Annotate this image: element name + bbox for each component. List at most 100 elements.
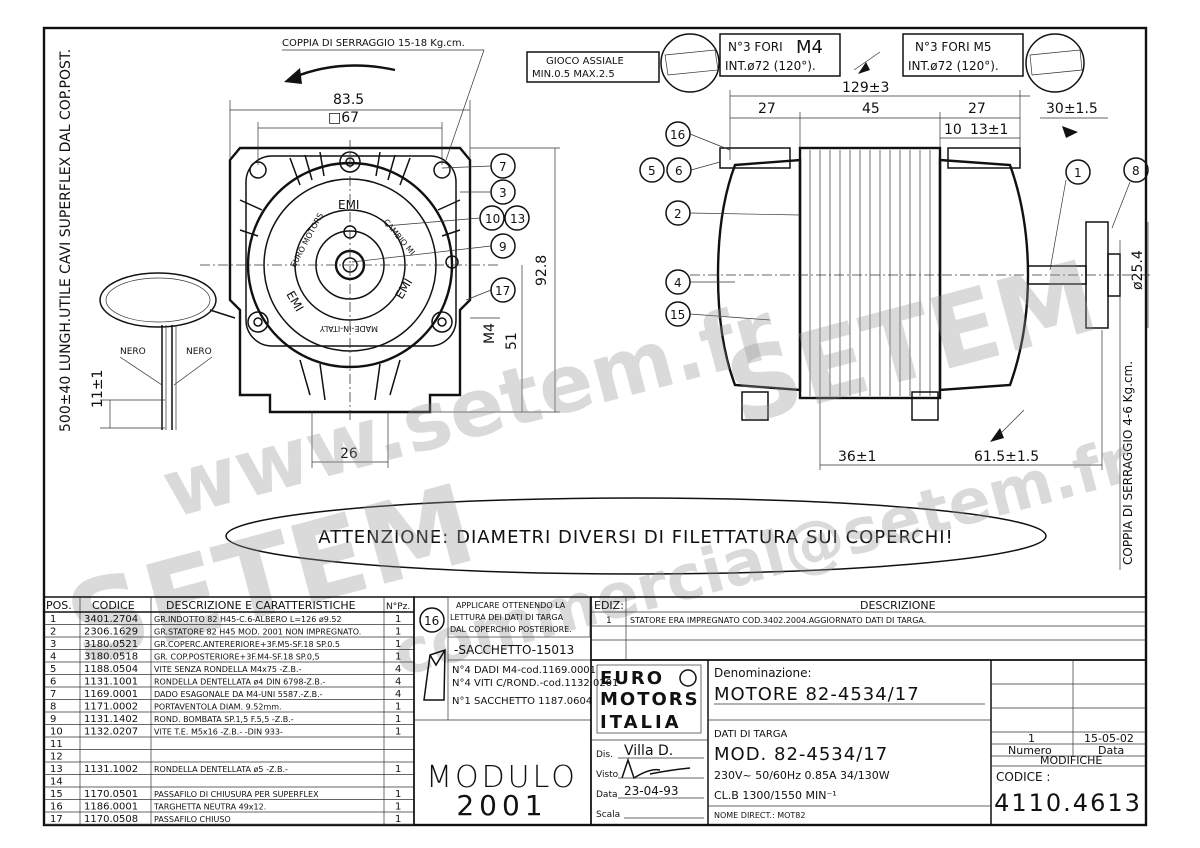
parts-row-pos: 14 [50, 777, 63, 788]
dim-129: 129±3 [842, 80, 889, 96]
clb-value: CL.B 1300/1550 MIN⁻¹ [714, 789, 837, 802]
holes-m4-big: M4 [796, 37, 823, 58]
callout-10: 10 [485, 212, 500, 226]
bag-item-3: N°1 SACCHETTO 1187.0604 [452, 696, 592, 707]
dim-27-left: 27 [758, 101, 776, 117]
parts-row-descrizione: RONDELLA DENTELLATA ø5 -Z.B.- [154, 765, 288, 774]
logo-line-2: MOTORS [600, 689, 700, 710]
parts-row-descrizione: TARGHETTA NEUTRA 49x12. [153, 803, 266, 812]
logo-line-1: EURO [600, 668, 664, 689]
callout-15: 15 [670, 308, 685, 322]
bag-note-1: APPLICARE OTTENENDO LA [456, 601, 566, 610]
parts-row-codice: 1169.0001 [84, 689, 138, 700]
parts-row-descrizione: PASSAFILO CHIUSO [154, 815, 231, 824]
cable-length-note: 500±40 LUNGH.UTILE CAVI SUPERFLEX DAL CO… [58, 49, 74, 432]
callout-3: 3 [499, 186, 507, 200]
parts-row-npz: 1 [395, 652, 401, 663]
bag-note-3: DAL COPERCHIO POSTERIORE. [450, 625, 572, 634]
nero-label-1: NERO [120, 347, 146, 357]
parts-row-descrizione: DADO ESAGONALE DA M4-UNI 5587.-Z.B.- [154, 690, 323, 699]
dim-51: 51 [504, 332, 520, 350]
parts-row-pos: 10 [50, 727, 63, 738]
callout-7: 7 [499, 160, 507, 174]
parts-row-npz: 1 [395, 714, 401, 725]
parts-row-descrizione: GR. COP.POSTERIORE+3F.M4-SF.18 SP.0,5 [154, 653, 320, 662]
emi-label-top: EMI [338, 198, 359, 212]
dim-27-right: 27 [968, 101, 986, 117]
parts-row-npz: 1 [395, 639, 401, 650]
parts-row-descrizione: PORTAVENTOLA DIAM. 9.52mm. [154, 703, 282, 712]
dati-targa-label: DATI DI TARGA [714, 729, 788, 740]
nome-direct: NOME DIRECT.: MOT82 [714, 811, 805, 820]
logo-line-3: ITALIA [600, 712, 682, 733]
torque-front-note: COPPIA DI SERRAGGIO 15-18 Kg.cm. [282, 38, 465, 49]
parts-row-pos: 11 [50, 739, 63, 750]
parts-row-pos: 6 [50, 677, 56, 688]
parts-row-descrizione: VITE T.E. M5x16 -Z.B.- -DIN 933- [154, 728, 283, 737]
dim-26: 26 [340, 446, 358, 462]
parts-row-pos: 13 [50, 764, 63, 775]
parts-row-codice: 1171.0002 [84, 702, 138, 713]
parts-row-pos: 16 [50, 802, 63, 813]
holes-m4-line-2: INT.ø72 (120°). [725, 59, 816, 73]
callout-16: 16 [670, 128, 685, 142]
parts-row-pos: 2 [50, 627, 56, 638]
euro-motors-logo: EURO MOTORS ITALIA [596, 664, 702, 734]
parts-row-npz: 1 [395, 727, 401, 738]
callout-2: 2 [674, 207, 682, 221]
visto-label: Visto [596, 770, 619, 780]
parts-row-descrizione: ROND. BOMBATA SP.1,5 F.5,5 -Z.B.- [154, 715, 294, 724]
callout-17: 17 [495, 284, 510, 298]
parts-row-codice: 1186.0001 [84, 802, 138, 813]
mod-value: MOD. 82-4534/17 [714, 744, 888, 765]
parts-header-npz: N°Pz. [386, 602, 410, 612]
parts-row-descrizione: VITE SENZA RONDELLA M4x75 -Z.B.- [154, 665, 301, 674]
parts-row-pos: 5 [50, 664, 56, 675]
rev-header-descr: DESCRIZIONE [860, 599, 936, 612]
parts-row-codice: 3180.0518 [84, 652, 138, 663]
emi-label-right: EMI [392, 276, 415, 302]
parts-row-codice: 2306.1629 [84, 627, 138, 638]
callout-5: 5 [648, 164, 656, 178]
parts-row-pos: 7 [50, 689, 56, 700]
data-col-label: Data [1098, 744, 1124, 757]
sacchetto-label: -SACCHETTO-15013 [454, 643, 574, 657]
visto-signature [621, 757, 691, 780]
dim-m4: M4 [482, 323, 498, 344]
parts-row-pos: 9 [50, 714, 56, 725]
holes-m5-line-2: INT.ø72 (120°). [908, 59, 999, 73]
dim-10: 10 [944, 122, 962, 138]
modulo-label: MODULO [426, 760, 578, 795]
parts-row-npz: 4 [395, 689, 401, 700]
dim-61-5: 61.5±1.5 [974, 449, 1039, 465]
scala-label: Scala [596, 810, 620, 820]
parts-row-npz: 4 [395, 677, 401, 688]
parts-row-codice: 1170.0501 [84, 789, 138, 800]
callout-4: 4 [674, 276, 682, 290]
parts-row-pos: 15 [50, 789, 63, 800]
parts-row-codice: 1132.0207 [84, 727, 138, 738]
parts-row-npz: 1 [395, 627, 401, 638]
bag-icon [423, 648, 446, 701]
parts-row-npz: 4 [395, 664, 401, 675]
parts-row-codice: 3180.0521 [84, 639, 138, 650]
parts-row-descrizione: GR.INDOTTO 82 H45-C.6-ALBERO L=126 ø9.52 [154, 615, 342, 624]
codice-value: 4110.4613 [994, 789, 1142, 817]
dim-25-4: ø25.4 [1130, 250, 1146, 290]
parts-row-pos: 8 [50, 702, 56, 713]
euro-motors-label: EURO MOTORS [289, 211, 325, 268]
parts-row-codice: 1131.1002 [84, 764, 138, 775]
parts-row-codice: 1188.0504 [84, 664, 138, 675]
parts-row-descrizione: GR.STATORE 82 H45 MOD. 2001 NON IMPREGNA… [154, 628, 361, 637]
rev-numero-value: 1 [1028, 732, 1035, 745]
parts-row-npz: 1 [395, 789, 401, 800]
callout-1: 1 [1074, 166, 1082, 180]
bag-note-2: LETTURA DEI DATI DI TARGA [450, 613, 564, 622]
callout-8: 8 [1132, 164, 1140, 178]
parts-row-codice: 1131.1001 [84, 677, 138, 688]
holes-m5-box: N°3 FORI M5 INT.ø72 (120°). [902, 33, 1024, 77]
cambio-label: CAMBIO MI [381, 218, 416, 257]
parts-row-npz: 1 [395, 814, 401, 825]
parts-table: POS. CODICE DESCRIZIONE E CARATTERISTICH… [43, 596, 415, 826]
axial-play-line-2: MIN.0.5 MAX.2.5 [532, 69, 615, 80]
